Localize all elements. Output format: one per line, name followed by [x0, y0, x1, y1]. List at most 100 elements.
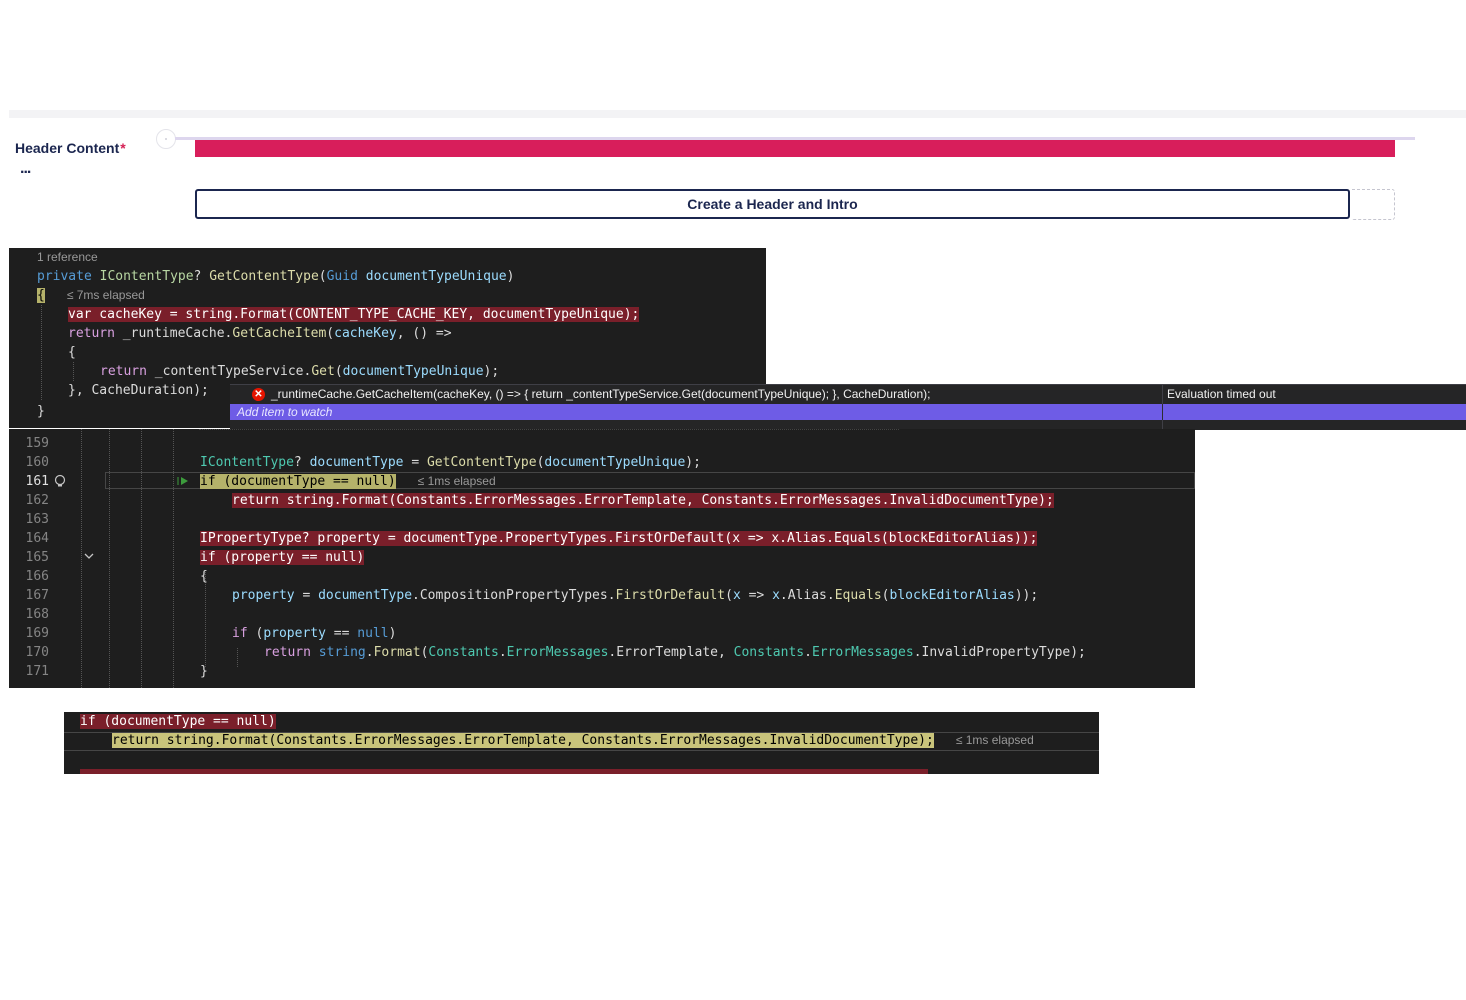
keyword: return [264, 645, 311, 660]
nullable-mark: ? [193, 269, 202, 284]
code-text: == [325, 626, 358, 641]
elapsed-time: ≤ 1ms elapsed [417, 474, 496, 488]
method-signature: private IContentType? GetContentType(Gui… [37, 267, 514, 286]
breakpoint-highlight: if (property == null) [200, 550, 365, 565]
code-text: , () => [396, 326, 452, 341]
type-name: Constants [733, 645, 805, 660]
code-line-170: return string.Format(Constants.ErrorMess… [264, 643, 1086, 662]
variable: blockEditorAlias [889, 588, 1015, 603]
code-line-inner-return: return _contentTypeService.Get(documentT… [100, 362, 499, 381]
code-text: . [365, 645, 374, 660]
line-number: 162 [25, 493, 49, 508]
code-text: ( [247, 626, 264, 641]
variable: x [732, 588, 741, 603]
keyword: if [232, 626, 248, 641]
code-text: _contentTypeService. [146, 364, 312, 379]
property-actions-button[interactable]: ... [20, 160, 31, 177]
keyword: string [318, 645, 366, 660]
error-icon: ✕ [252, 388, 265, 401]
method-name: FirstOrDefault [615, 588, 726, 603]
current-statement: if (documentType == null) [200, 474, 396, 489]
keyword: null [357, 626, 389, 641]
code-line-return: return string.Format(Constants.ErrorMess… [112, 731, 1034, 750]
add-watch-row[interactable]: Add item to watch [230, 404, 1466, 420]
property-name: CompositionPropertyTypes [419, 588, 608, 603]
code-line-164: IPropertyType? property = documentType.P… [200, 529, 1038, 548]
indent-guide [81, 429, 82, 688]
code-line-return-cache: return _runtimeCache.GetCacheItem(cacheK… [68, 324, 452, 343]
code-text: ( [420, 645, 429, 660]
method-name: GetContentType [426, 455, 537, 470]
code-text: . [607, 588, 616, 603]
keyword: return [68, 326, 115, 341]
fold-chevron-icon[interactable] [83, 550, 95, 562]
add-watch-input[interactable]: Add item to watch [237, 405, 333, 419]
indent-guide [109, 429, 110, 688]
top-divider [9, 110, 1466, 118]
code-text: )); [1014, 588, 1039, 603]
code-text: = [403, 455, 427, 470]
code-line-160: IContentType? documentType = GetContentT… [200, 453, 701, 472]
indent-guide [41, 305, 42, 400]
clipped-line [199, 429, 899, 430]
code-text: .Alias. [779, 588, 835, 603]
current-line-indicator [64, 732, 1099, 751]
code-text: => [740, 588, 773, 603]
code-line-inner-open: { [68, 345, 76, 360]
required-indicator: * [120, 140, 126, 156]
code-text: ( [881, 588, 890, 603]
create-header-button[interactable]: Create a Header and Intro [195, 189, 1350, 219]
line-number: 160 [25, 455, 49, 470]
current-statement: return string.Format(Constants.ErrorMess… [112, 733, 934, 748]
code-line-161: if (documentType == null) ≤ 1ms elapsed [200, 472, 496, 491]
code-text: ) [388, 626, 397, 641]
drag-handle-icon[interactable] [156, 129, 176, 149]
code-line-inner-close: }, CacheDuration); [68, 383, 209, 398]
param-name: documentTypeUnique [365, 269, 507, 284]
variable: documentType [318, 588, 413, 603]
run-to-cursor-icon[interactable] [177, 476, 189, 486]
indent-guide [73, 362, 74, 381]
code-editor-excerpt-panel: if (documentType == null) return string.… [64, 712, 1099, 774]
code-line-close-brace: } [37, 404, 45, 419]
clipped-breakpoint-line [80, 769, 928, 774]
paren: ) [506, 269, 515, 284]
indent-guide [141, 429, 142, 688]
breakpoint-highlight: if (documentType == null) [80, 714, 276, 729]
line-number: 169 [25, 626, 49, 641]
type-name: ErrorMessages [811, 645, 914, 660]
code-line-167: property = documentType.CompositionPrope… [232, 586, 1038, 605]
breakpoint-highlight: var cacheKey = string.Format(CONTENT_TYP… [68, 307, 640, 322]
type-name: ErrorMessages [506, 645, 609, 660]
variable: property [232, 588, 295, 603]
type-name: Constants [428, 645, 499, 660]
variable: documentTypeUnique [342, 364, 484, 379]
current-brace: { [37, 288, 45, 303]
code-text: ( [334, 364, 343, 379]
line-number: 164 [25, 531, 49, 546]
line-number: 165 [25, 550, 49, 565]
code-text: ( [536, 455, 545, 470]
variable: x [772, 588, 780, 603]
method-name: GetContentType [209, 269, 319, 284]
code-text: ); [483, 364, 500, 379]
line-number-active: 161 [25, 474, 49, 489]
codelens-references[interactable]: 1 reference [37, 250, 98, 264]
code-text: _runtimeCache. [114, 326, 233, 341]
elapsed-time: ≤ 7ms elapsed [66, 288, 145, 302]
method-name: Get [311, 364, 335, 379]
line-number: 159 [25, 436, 49, 451]
clipboard-button[interactable] [1352, 189, 1395, 220]
paren: ( [318, 269, 327, 284]
watch-expression[interactable]: _runtimeCache.GetCacheItem(cacheKey, () … [271, 387, 931, 401]
code-text: ( [725, 588, 733, 603]
code-text: .ErrorTemplate, [608, 645, 734, 660]
indent-guide [173, 429, 174, 688]
method-name: Equals [834, 588, 882, 603]
code-editor-main-panel: 159 160 161 162 163 164 165 166 167 168 … [9, 429, 1195, 688]
indent-guide [205, 572, 206, 667]
code-text: . [412, 588, 420, 603]
type-name: IContentType [99, 269, 194, 284]
watch-row[interactable]: ✕ _runtimeCache.GetCacheItem(cacheKey, (… [230, 385, 1466, 404]
lightbulb-icon[interactable] [53, 474, 67, 488]
